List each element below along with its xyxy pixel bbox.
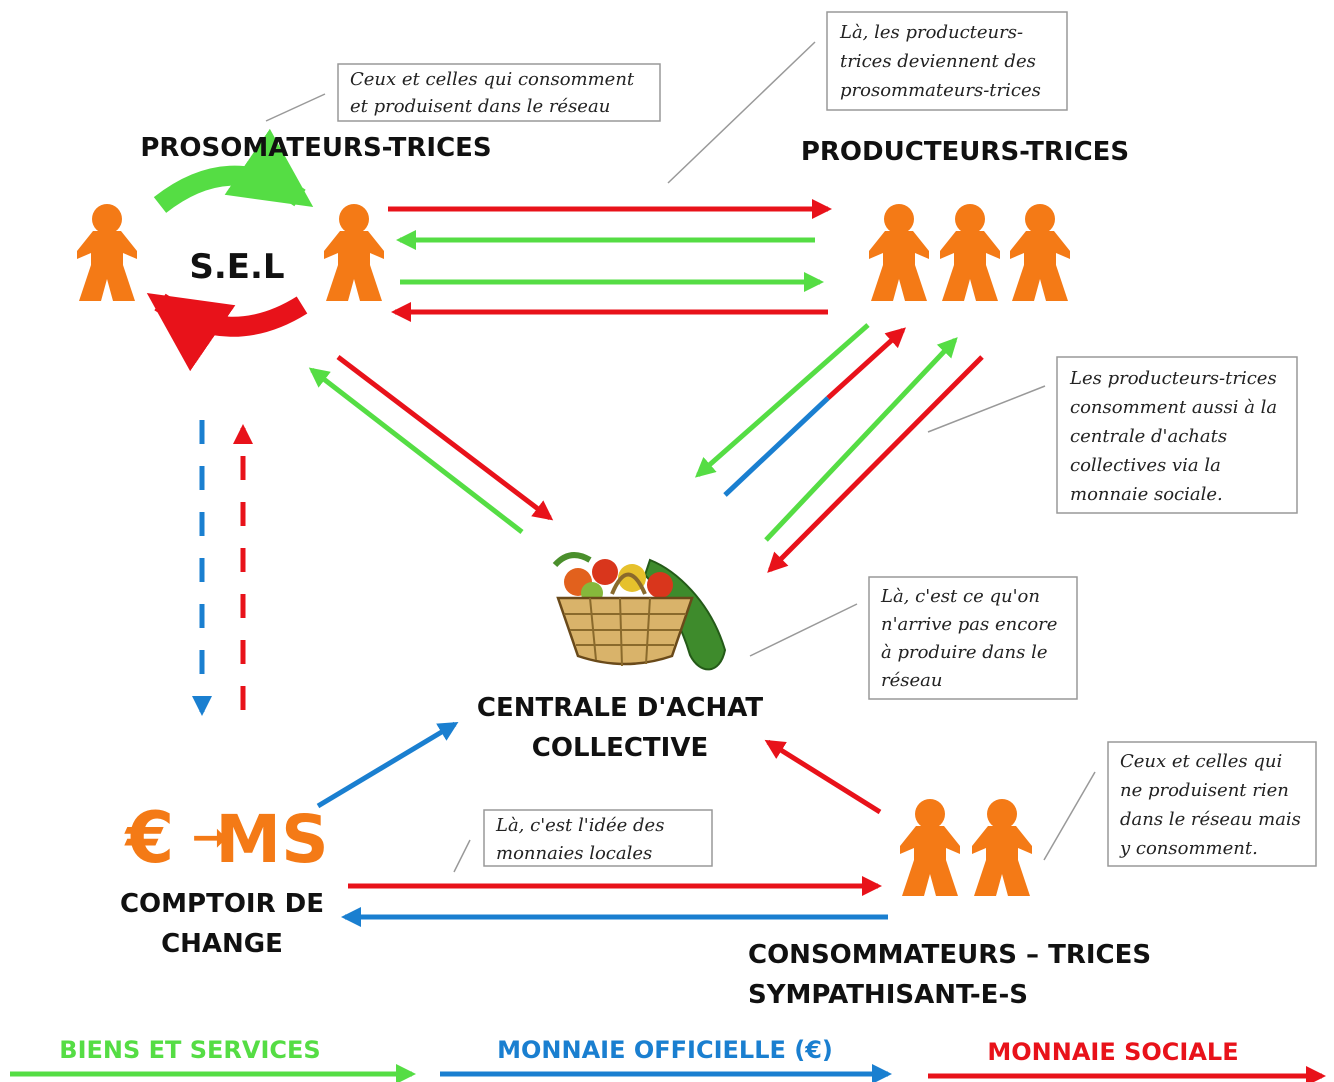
arrow-social-consumers-to-central: [764, 739, 882, 815]
note-central: Là, c'est ce qu'on n'arrive pas encore à…: [749, 576, 1078, 700]
consumers-label-line1: CONSOMMATEURS – TRICES: [748, 940, 1151, 970]
consumers-group: CONSOMMATEURS – TRICES SYMPATHISANT-E-S: [748, 799, 1151, 1010]
person-icon: [972, 799, 1032, 896]
note-central-line3: à produire dans le: [881, 642, 1047, 663]
note-producers-right-line1: Les producteurs-trices: [1069, 368, 1277, 389]
arrow-goods-producers-to-central: [695, 323, 870, 478]
note-prosumers-line2: et produisent dans le réseau: [350, 96, 610, 117]
note-producers-right-line3: centrale d'achats: [1070, 426, 1227, 447]
euro-symbol: €: [124, 797, 175, 879]
exchange-arrow-icon: ➞: [192, 812, 229, 863]
person-icon: [900, 799, 960, 896]
note-prosumers-line1: Ceux et celles qui consomment: [350, 69, 635, 90]
legend-goods-label: BIENS ET SERVICES: [59, 1036, 320, 1064]
note-local-money: Là, c'est l'idée des monnaies locales: [453, 809, 713, 873]
person-icon: [324, 204, 384, 301]
note-consumers-line3: dans le réseau mais: [1120, 809, 1301, 830]
legend: BIENS ET SERVICES MONNAIE OFFICIELLE (€)…: [10, 1036, 1326, 1082]
basket-icon: [552, 552, 727, 671]
exchange-label-line2: CHANGE: [161, 929, 283, 959]
note-producers-top: Là, les producteurs- trices deviennent d…: [667, 11, 1068, 184]
note-local-money-line1: Là, c'est l'idée des: [495, 815, 664, 836]
arrow-official-money-exchange-to-central: [316, 721, 459, 809]
green-cycle-arrow-icon: [153, 128, 314, 213]
ms-symbol: MS: [215, 801, 328, 878]
note-consumers-line4: y consomment.: [1119, 838, 1258, 859]
exchange-group: € ➞ MS COMPTOIR DE CHANGE: [120, 797, 329, 959]
person-icon: [1010, 204, 1070, 301]
person-icon: [940, 204, 1000, 301]
person-icon: [869, 204, 929, 301]
note-producers-top-line1: Là, les producteurs-: [839, 22, 1023, 43]
red-cycle-arrow-icon: [146, 292, 308, 372]
legend-social-money-label: MONNAIE SOCIALE: [987, 1038, 1238, 1066]
arrow-social-central-to-producers: [826, 327, 906, 400]
central-label-line1: CENTRALE D'ACHAT: [477, 693, 763, 723]
note-central-line1: Là, c'est ce qu'on: [880, 586, 1040, 607]
note-consumers-line1: Ceux et celles qui: [1120, 751, 1282, 772]
consumers-label-line2: SYMPATHISANT-E-S: [748, 980, 1028, 1010]
producers-label: PRODUCTEURS-TRICES: [801, 137, 1129, 167]
arrow-social-prosumers-to-central: [336, 355, 554, 521]
note-prosumers: Ceux et celles qui consomment et produis…: [265, 63, 661, 122]
note-consumers-line2: ne produisent rien: [1120, 780, 1289, 801]
arrow-goods-central-to-prosumers: [308, 367, 524, 534]
note-central-line2: n'arrive pas encore: [881, 614, 1057, 635]
sel-label: S.E.L: [189, 247, 284, 287]
arrow-official-money-segment: [723, 396, 830, 497]
arrow-goods-central-to-producers: [764, 337, 958, 542]
note-producers-right: Les producteurs-trices consomment aussi …: [927, 356, 1298, 514]
exchange-label-line1: COMPTOIR DE: [120, 889, 324, 919]
note-producers-right-line2: consomment aussi à la: [1070, 397, 1277, 418]
note-producers-right-line4: collectives via la: [1070, 455, 1221, 476]
note-consumers: Ceux et celles qui ne produisent rien da…: [1043, 741, 1317, 867]
prosumers-label: PROSOMATEURS-TRICES: [140, 133, 491, 163]
prosumers-group: S.E.L PROSOMATEURS-TRICES: [77, 128, 492, 372]
note-producers-top-line2: trices deviennent des: [840, 51, 1036, 72]
note-producers-right-line5: monnaie sociale.: [1070, 484, 1223, 505]
note-local-money-line2: monnaies locales: [496, 843, 652, 864]
person-icon: [77, 204, 137, 301]
producers-group: PRODUCTEURS-TRICES: [801, 137, 1129, 301]
note-producers-top-line3: prosommateurs-trices: [840, 80, 1041, 101]
arrow-social-producers-to-central: [767, 355, 984, 573]
central-label-line2: COLLECTIVE: [532, 733, 708, 763]
legend-official-money-label: MONNAIE OFFICIELLE (€): [497, 1036, 833, 1064]
note-central-line4: réseau: [881, 670, 942, 691]
